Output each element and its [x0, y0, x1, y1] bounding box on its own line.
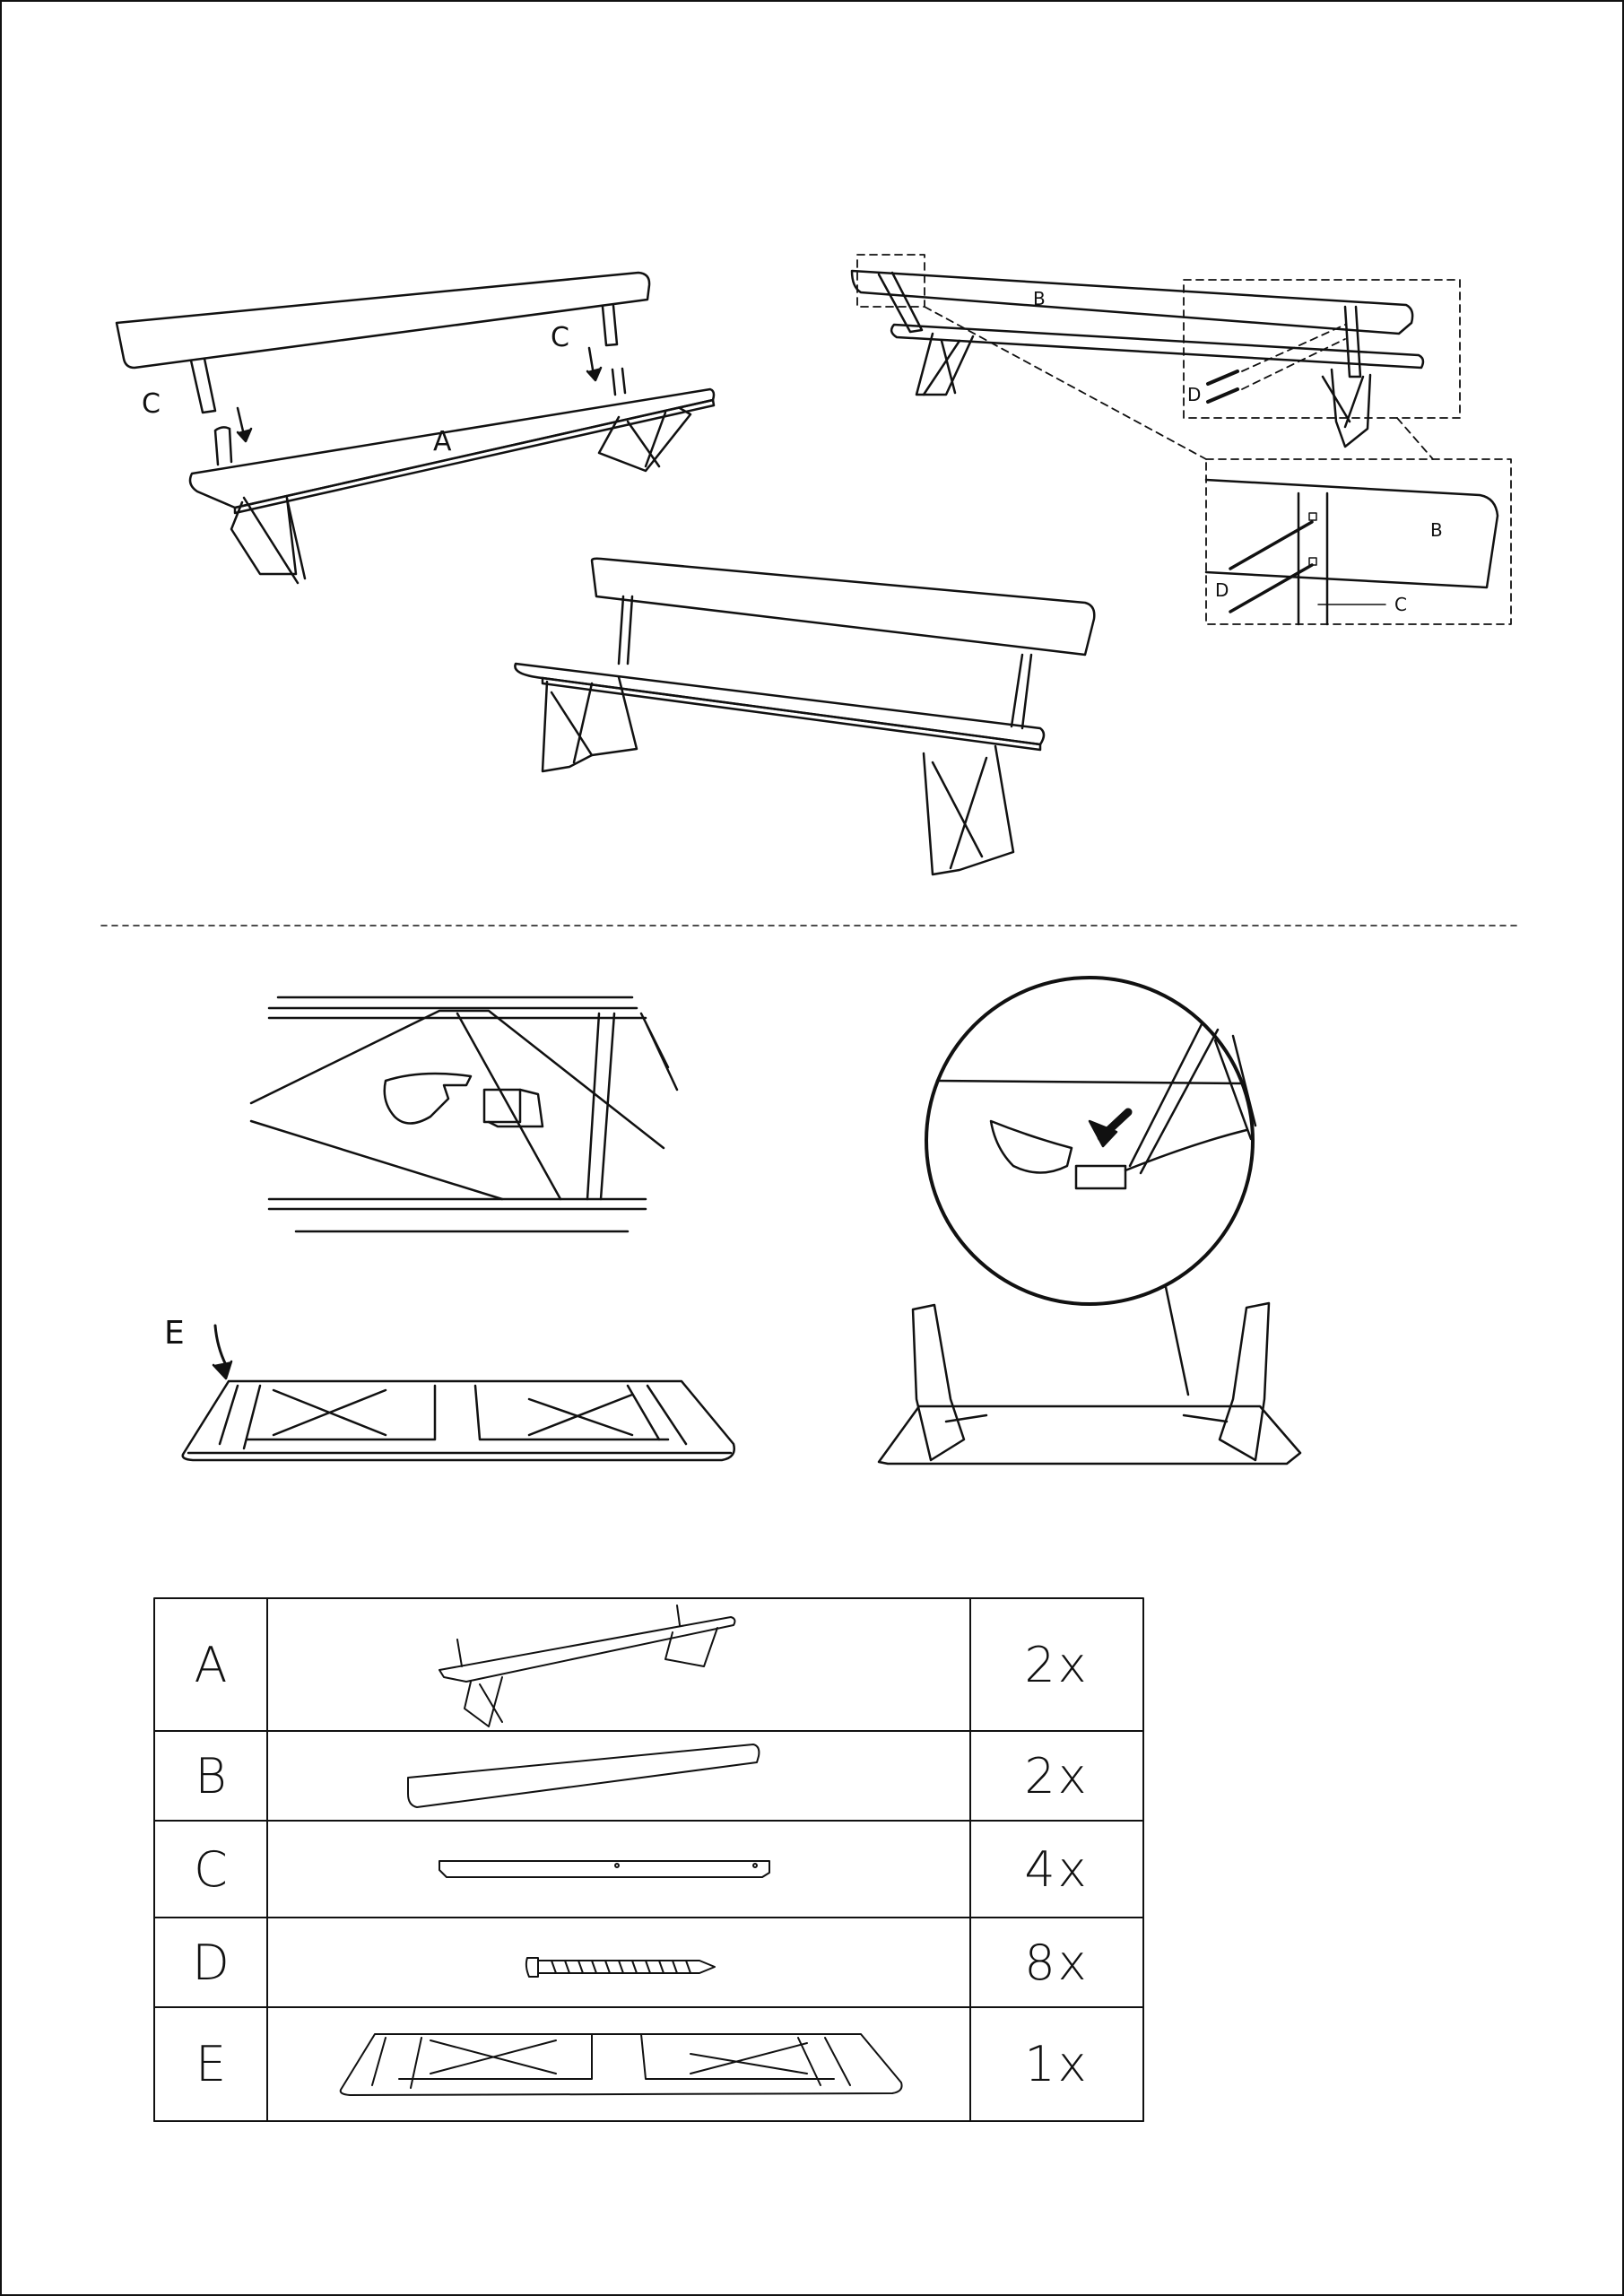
detail-label-c: C — [1394, 594, 1407, 615]
part-letter-a: A — [194, 1636, 228, 1693]
label-a: A — [433, 426, 452, 457]
screw-icon — [525, 1957, 716, 1978]
part-qty-e: 1x — [1024, 2036, 1090, 2092]
detail-label-b: B — [1430, 519, 1443, 541]
unfold-bench-illustration — [181, 1324, 735, 1462]
part-letter-d: D — [192, 1934, 230, 1991]
folding-bench-icon — [339, 2033, 903, 2096]
part-qty-b: 2x — [1024, 1747, 1090, 1805]
seat-a-shape — [188, 387, 716, 509]
circle-detail-illustration — [877, 976, 1302, 1465]
step2-illustration — [850, 254, 1512, 626]
support-c-right — [601, 304, 619, 347]
assembled-bench-illustration — [514, 557, 1096, 876]
part-letter-b: B — [195, 1747, 227, 1805]
backrest-board-shape — [115, 271, 651, 370]
label-c-right: C — [551, 322, 569, 353]
part-qty-c: 4x — [1024, 1840, 1090, 1898]
diagram-labels: C C A B D B D C E — [142, 288, 1443, 1352]
part-qty-a: 2x — [1024, 1636, 1090, 1693]
label-e: E — [164, 1315, 185, 1352]
backrest-board-icon — [407, 1744, 760, 1808]
step1-illustration — [115, 271, 716, 585]
part-letter-e: E — [195, 2036, 227, 2092]
part-qty-d: 8x — [1024, 1934, 1090, 1991]
part-letter-c: C — [194, 1840, 228, 1898]
label-b: B — [1033, 288, 1046, 309]
detail-label-d: D — [1215, 579, 1229, 601]
backrest-b-shape — [850, 269, 1414, 335]
label-d: D — [1187, 384, 1201, 405]
support-bar-icon — [439, 1860, 770, 1878]
latch-release-illustration — [249, 996, 679, 1233]
bench-seat-with-legs-icon — [439, 1605, 736, 1727]
support-c-left — [189, 357, 217, 414]
parts-table-grid — [153, 1597, 1144, 2122]
label-c-left: C — [142, 388, 161, 420]
